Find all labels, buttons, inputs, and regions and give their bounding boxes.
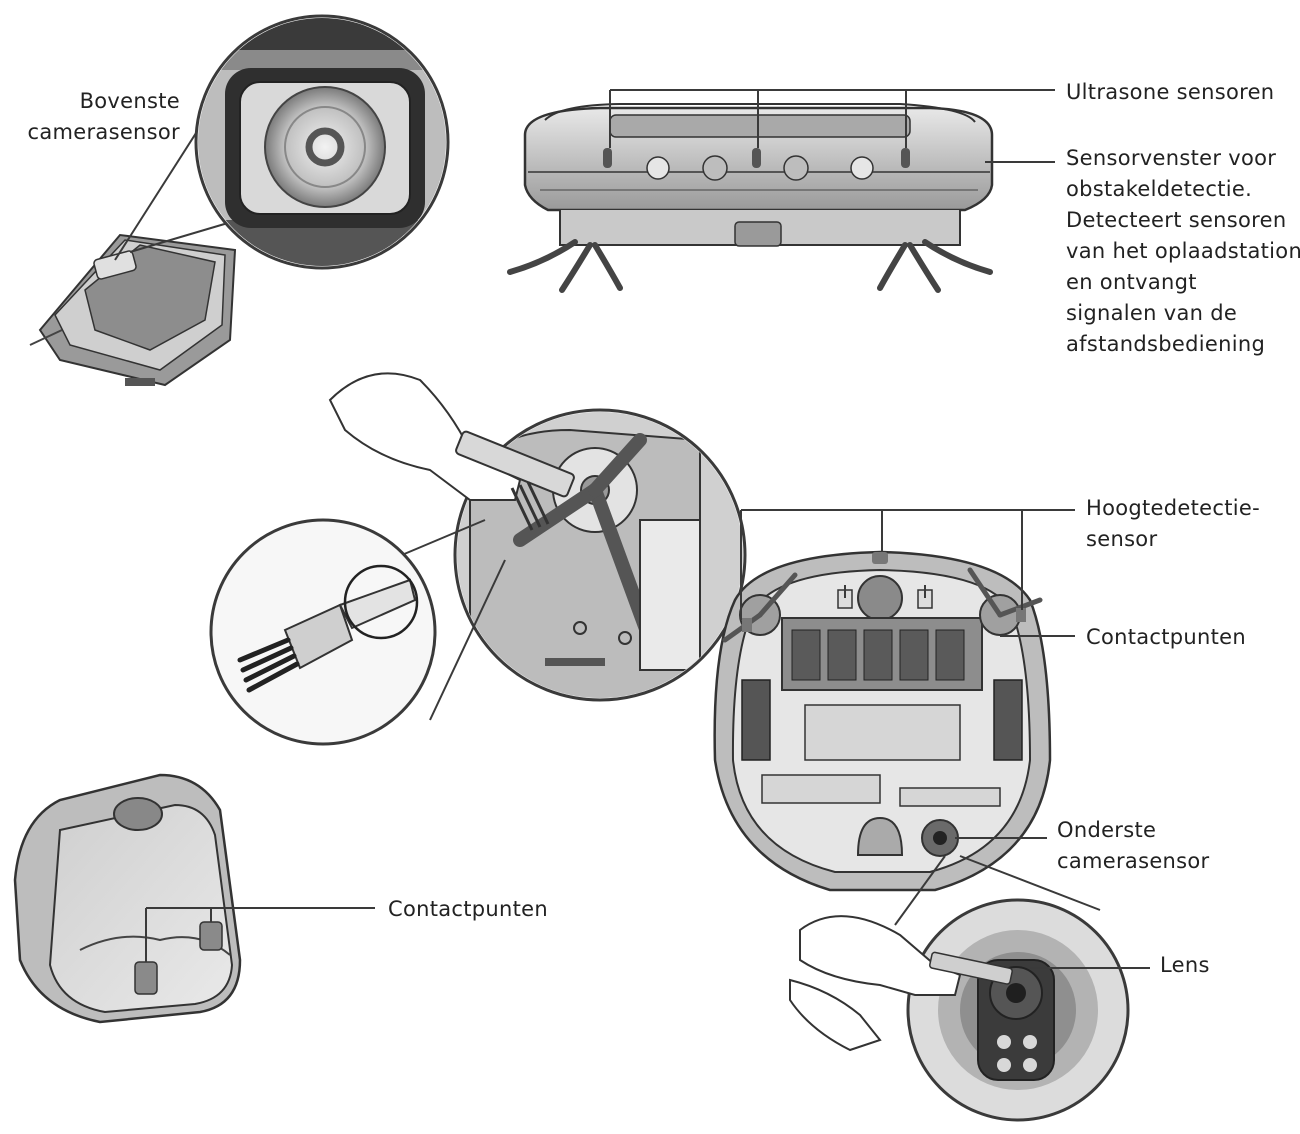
contact-point-station-right xyxy=(199,921,223,951)
label-sensor-window-line-6: signalen van de xyxy=(1066,301,1238,325)
label-contact-points-robot: Contactpunten xyxy=(1086,625,1247,649)
top-camera-illustration xyxy=(29,14,450,387)
label-sensor-window: Sensorvenster voor obstakeldetectie. Det… xyxy=(1066,143,1300,360)
label-bottom-camera-sensor-line-2: camerasensor xyxy=(1057,849,1210,873)
ultrasonic-sensor-right xyxy=(901,148,910,168)
label-bottom-camera-sensor-line-1: Onderste xyxy=(1057,818,1157,842)
robot-front-view xyxy=(507,103,994,293)
label-height-sensor: Hoogtedetectie- sensor xyxy=(1086,493,1260,555)
label-contact-points-station: Contactpunten xyxy=(388,897,549,921)
cleaning-tool-zoom xyxy=(237,564,419,693)
label-sensor-window-line-1: Sensorvenster voor xyxy=(1066,146,1277,170)
label-sensor-window-line-7: afstandsbediening xyxy=(1066,332,1266,356)
side-brushes xyxy=(507,239,993,293)
label-top-camera-sensor: Bovenste camerasensor xyxy=(2,86,180,148)
label-height-sensor-line-2: sensor xyxy=(1086,527,1158,551)
height-sensor-right xyxy=(1016,608,1026,622)
leader-lines xyxy=(145,89,1150,969)
charging-station-illustration xyxy=(13,773,242,1024)
label-lens: Lens xyxy=(1160,953,1210,977)
robot-bottom-view xyxy=(713,550,1052,892)
robot-top-view xyxy=(29,233,237,387)
lens-cleaning-illustration xyxy=(789,855,1130,1122)
label-sensor-window-line-3: Detecteert sensoren xyxy=(1066,208,1287,232)
label-sensor-window-line-4: van het oplaadstation xyxy=(1066,239,1300,263)
label-height-sensor-line-1: Hoogtedetectie- xyxy=(1086,496,1260,520)
label-top-camera-sensor-line-2: camerasensor xyxy=(27,120,180,144)
height-sensor-left xyxy=(742,618,752,632)
contact-point-station-left xyxy=(134,961,158,995)
camera-zoom-circle xyxy=(114,14,450,270)
label-ultrasonic-sensors: Ultrasone sensoren xyxy=(1066,80,1275,104)
ultrasonic-sensor-left xyxy=(603,148,612,168)
label-top-camera-sensor-line-1: Bovenste xyxy=(79,89,180,113)
label-bottom-camera-sensor: Onderste camerasensor xyxy=(1057,815,1210,877)
label-sensor-window-line-5: en ontvangt xyxy=(1066,270,1197,294)
height-sensor-center xyxy=(872,552,888,564)
label-sensor-window-line-2: obstakeldetectie. xyxy=(1066,177,1253,201)
brush-cleaning-illustration xyxy=(209,372,747,746)
ultrasonic-sensor-center xyxy=(752,148,761,168)
